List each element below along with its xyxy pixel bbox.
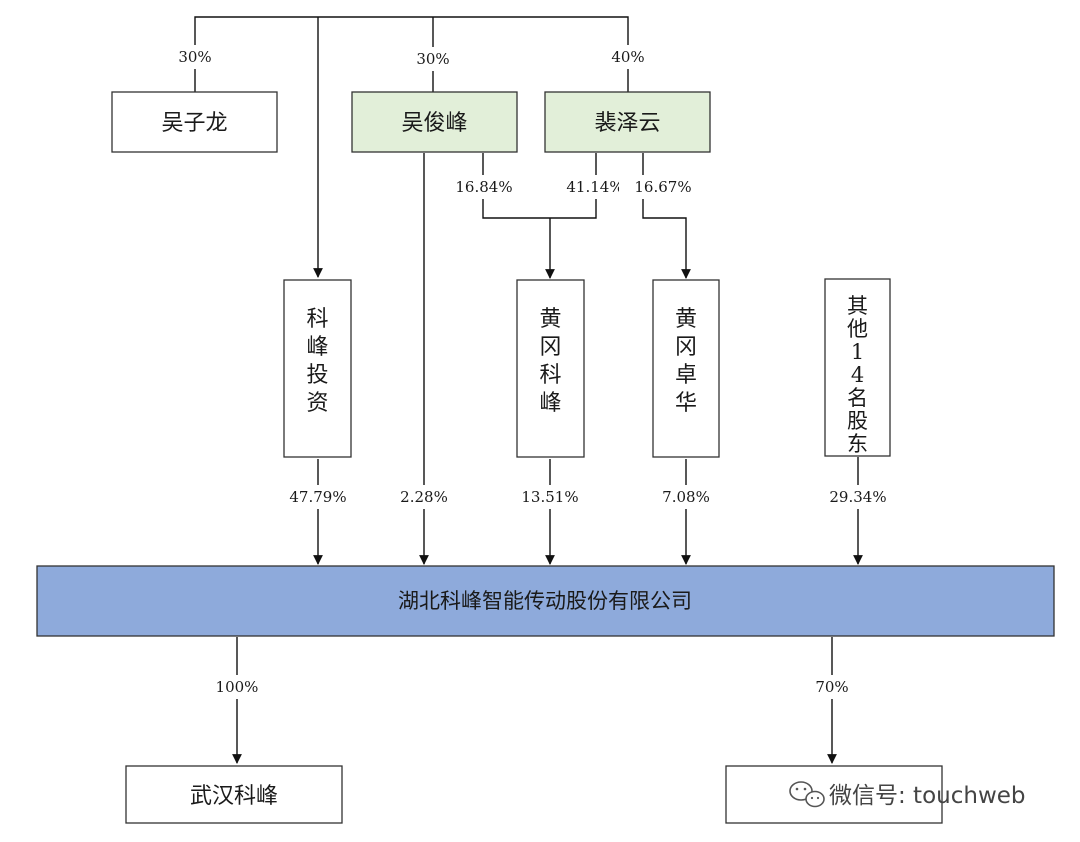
pct-kefeng-touzi: 47.79%	[289, 488, 346, 506]
box-wuhan-kefeng: 武汉科峰	[125, 765, 343, 824]
pct-wu-junfeng: 30%	[416, 50, 449, 68]
huanggang-zhuohua-label: 黄冈卓华	[675, 307, 697, 416]
pct-wuhan-kefeng: 100%	[216, 678, 259, 696]
pct-second-sub: 70%	[815, 678, 848, 696]
company-box: 湖北科峰智能传动股份有限公司	[36, 565, 1055, 637]
watermark-text: 微信号: touchweb	[829, 783, 1026, 809]
kefeng-touzi-label: 科峰投资	[306, 307, 328, 416]
box-kefeng-touzi: 科峰投资	[283, 279, 352, 458]
pct-wu-junfeng-direct: 2.28%	[400, 488, 448, 506]
company-name: 湖北科峰智能传动股份有限公司	[398, 589, 692, 613]
pct-pei-zeyun-to-hgkf: 41.14%	[566, 178, 623, 196]
arrow-to-huanggang-zhuohua	[642, 153, 691, 279]
pct-huanggang-zhuohua: 7.08%	[662, 488, 710, 506]
pct-wu-junfeng-to-hgkf: 16.84%	[455, 178, 512, 196]
box-wu-junfeng: 吴俊峰	[351, 91, 518, 153]
pei-zeyun-label: 裴泽云	[594, 111, 660, 136]
pct-pei-zeyun-to-hgzh: 16.67%	[634, 178, 691, 196]
wu-junfeng-label: 吴俊峰	[401, 111, 467, 136]
pct-pei-zeyun: 40%	[611, 48, 644, 66]
box-huanggang-zhuohua: 黄冈卓华	[652, 279, 720, 458]
pct-wu-zilong: 30%	[178, 48, 211, 66]
box-pei-zeyun: 裴泽云	[544, 91, 711, 153]
pct-huanggang-kefeng: 13.51%	[521, 488, 578, 506]
wu-zilong-label: 吴子龙	[161, 111, 227, 136]
pct-other-14: 29.34%	[829, 488, 886, 506]
huanggang-kefeng-label: 黄冈科峰	[539, 307, 561, 416]
box-wu-zilong: 吴子龙	[111, 91, 278, 153]
wuhan-kefeng-label: 武汉科峰	[190, 784, 278, 809]
watermark: 微信号: touchweb	[789, 781, 1026, 809]
percent-labels: 30% 30% 40% 16.84% 41.14% 16.67% 47.79% …	[168, 45, 896, 699]
wechat-icon	[789, 781, 825, 808]
box-second-subsidiary	[725, 765, 943, 824]
box-huanggang-kefeng: 黄冈科峰	[516, 279, 585, 458]
